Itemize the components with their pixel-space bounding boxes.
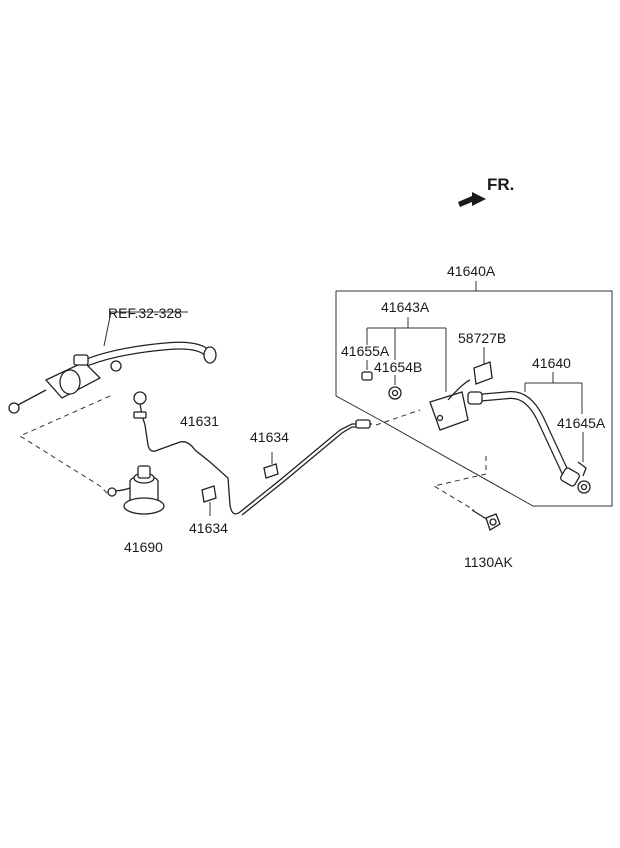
pipe-clip-41634-top [263,452,279,479]
mounting-bracket [429,379,471,431]
assembly-frame-41640A [335,281,613,507]
front-direction-arrow-icon [458,192,486,207]
part-label-41631: 41631 [180,413,219,429]
part-label-41690: 41690 [124,539,163,555]
part-label-58727B: 58727B [458,330,506,346]
part-label-41634-top: 41634 [250,429,289,445]
pin-41655A [361,371,373,381]
reference-label: REF.32-328 [108,305,182,321]
grommet-41654B [388,386,402,400]
front-direction-label: FR. [487,175,514,194]
part-label-41654B: 41654B [374,359,422,375]
part-label-41655A: 41655A [341,343,390,359]
clutch-master-cylinder [8,311,217,414]
bolt-1130AK [471,509,501,531]
pipe-clip-41634-bottom [201,485,217,516]
release-cylinder-41690 [107,465,165,515]
leader-41640 [524,372,584,462]
part-label-41640A: 41640A [447,263,496,279]
leader-41643A [366,317,447,392]
part-label-1130AK: 1130AK [464,554,513,570]
clip-58727B [473,361,493,385]
part-label-41634-bottom: 41634 [189,520,228,536]
part-label-41645A: 41645A [557,415,606,431]
part-label-41643A: 41643A [381,299,430,315]
clutch-pipe-41631 [133,391,372,516]
clutch-hose-41640 [467,391,591,494]
retainer-clip-41645A [577,461,587,477]
part-label-41640: 41640 [532,355,571,371]
dashed-guide-lines [18,395,487,511]
